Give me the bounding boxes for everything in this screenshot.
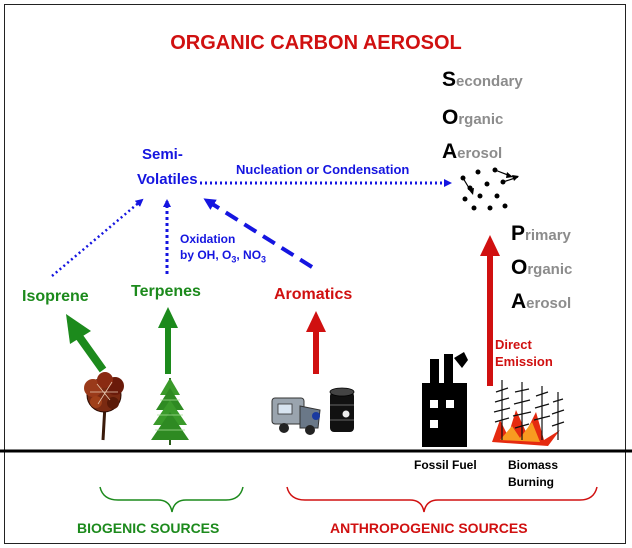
poa-initial-p: P	[511, 222, 526, 245]
vehicle-to-aromatics-arrow	[306, 311, 326, 374]
soa-initial-o: O	[442, 106, 459, 129]
soa-rest-aerosol: erosol	[457, 145, 503, 162]
direct-emission-arrow	[480, 235, 500, 386]
aromatics-label: Aromatics	[274, 286, 353, 303]
soa-secondary: Secondary	[442, 68, 523, 92]
diagram-frame	[4, 4, 626, 544]
poa-rest-primary: rimary	[525, 227, 571, 244]
biogenic-sources-label: BIOGENIC SOURCES	[77, 520, 220, 536]
oxidation-line1: Oxidation	[180, 232, 236, 246]
oxidation-sub2: 3	[261, 254, 267, 265]
soa-aerosol: Aerosol	[442, 140, 502, 164]
biomass-line1: Biomass	[508, 458, 559, 472]
oxidation-line2: by OH, O3, NO3	[180, 248, 266, 264]
oxidation-sub1: 3	[231, 254, 237, 265]
poa-initial-a: A	[511, 290, 527, 313]
direct-emission-line1: Direct	[495, 337, 532, 352]
fossil-fuel-label: Fossil Fuel	[414, 458, 477, 472]
poa-initial-o: O	[511, 256, 528, 279]
direct-emission-line2: Emission	[495, 354, 553, 369]
oxidation-prefix: by OH, O	[180, 248, 232, 262]
semivolatiles-label: Semi-	[142, 146, 183, 163]
soa-initial-s: S	[442, 68, 457, 91]
anthropogenic-brace	[286, 486, 598, 513]
aerosol-particles-icon	[460, 167, 519, 211]
poa-rest-organic: rganic	[527, 261, 573, 278]
conifer-tree-icon	[151, 378, 189, 445]
factory-icon	[422, 352, 468, 447]
oil-drum-icon	[329, 387, 355, 432]
terpenes-label: Terpenes	[131, 283, 201, 300]
tree-to-isoprene-arrow	[66, 314, 107, 373]
burning-forest-icon	[492, 380, 565, 446]
deciduous-tree-icon	[84, 372, 124, 441]
soa-rest-organic: rganic	[458, 111, 504, 128]
tree-to-terpenes-arrow	[158, 307, 178, 374]
isoprene-label: Isoprene	[22, 288, 89, 305]
semivolatiles-line2: Volatiles	[137, 171, 198, 188]
poa-primary: Primary	[511, 222, 571, 246]
soa-organic: Organic	[442, 106, 503, 130]
soa-rest-secondary: econdary	[456, 73, 523, 90]
semivolatiles-line1: Semi-	[142, 146, 183, 163]
diagram-title: ORGANIC CARBON AEROSOL	[170, 32, 462, 54]
nucleation-label: Nucleation or Condensation	[236, 162, 410, 177]
poa-organic: Organic	[511, 256, 572, 280]
biogenic-brace	[99, 486, 244, 513]
isoprene-to-semivolatiles-arrow	[51, 198, 144, 277]
biomass-line2: Burning	[508, 475, 554, 489]
oxidation-sep: , NO	[236, 248, 262, 262]
vehicle-icon	[271, 397, 321, 435]
anthropogenic-sources-label: ANTHROPOGENIC SOURCES	[330, 520, 528, 536]
soa-initial-a: A	[442, 140, 458, 163]
poa-aerosol: Aerosol	[511, 290, 571, 314]
poa-rest-aerosol: erosol	[526, 295, 572, 312]
